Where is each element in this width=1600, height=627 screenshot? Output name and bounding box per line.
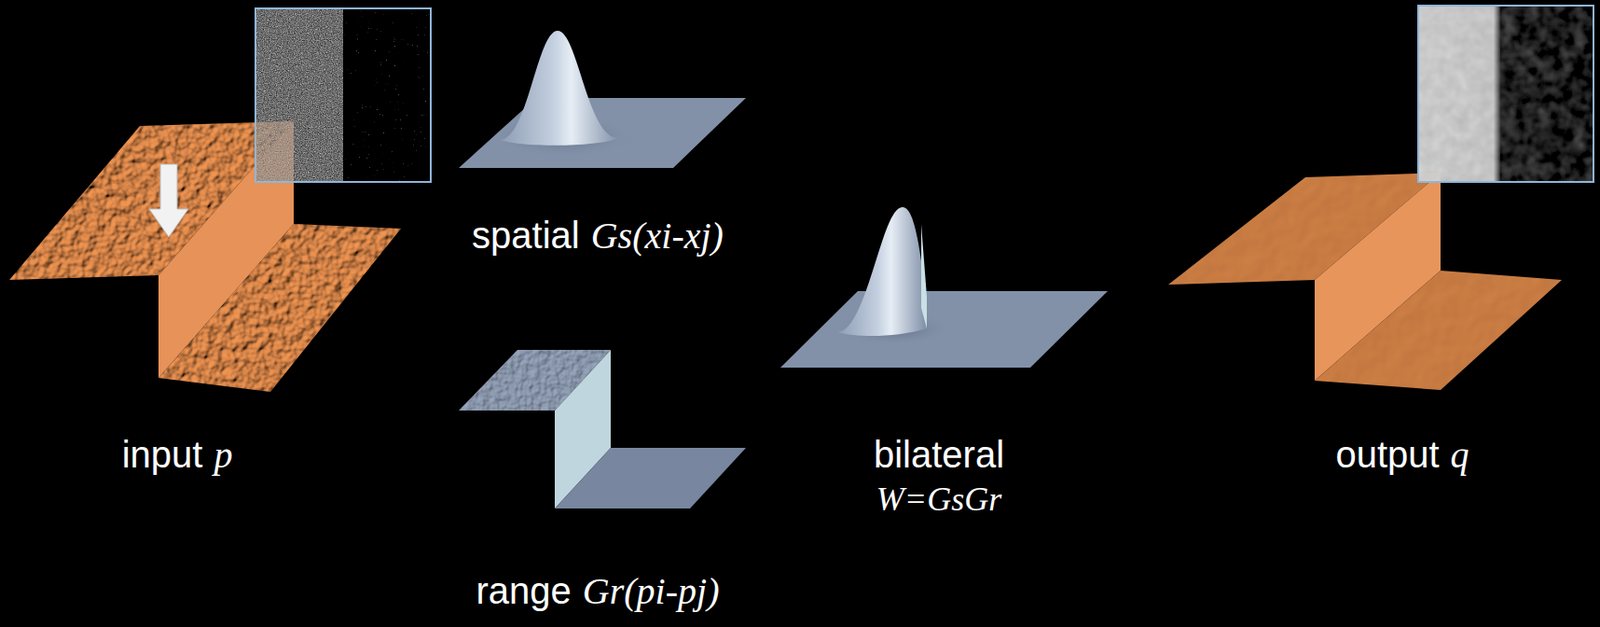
formula-label: q: [1450, 434, 1470, 476]
spatial-caption: spatial Gs(xi-xj): [471, 214, 724, 257]
caption-label: bilateral: [873, 433, 1005, 475]
spatial-gaussian: [458, 30, 746, 168]
range-caption: rangeGr(pi-pj): [476, 569, 720, 612]
smoothed-image-inset: [1418, 5, 1594, 182]
bilateral-weight: [780, 206, 1108, 368]
caption-label: spatial: [471, 214, 580, 256]
formula-label: Gr(pi-pj): [582, 570, 720, 612]
pointer-arrow: [149, 164, 189, 237]
formula-label: p: [213, 434, 233, 476]
output-surface: [1168, 172, 1562, 390]
bilateral-caption: bilateral: [873, 433, 1005, 475]
noisy-image-inset: [255, 8, 431, 182]
caption-label: output: [1335, 433, 1439, 475]
caption-label: range: [476, 569, 572, 611]
formula-label: Gs(xi-xj): [591, 215, 724, 257]
caption-label: input: [122, 433, 204, 475]
range-step: [458, 349, 746, 509]
output-caption: outputq: [1335, 433, 1469, 476]
input-caption: inputp: [122, 433, 234, 476]
weight-formula: W=GsGr: [876, 481, 1002, 519]
formula-label: W=GsGr: [876, 481, 1002, 519]
